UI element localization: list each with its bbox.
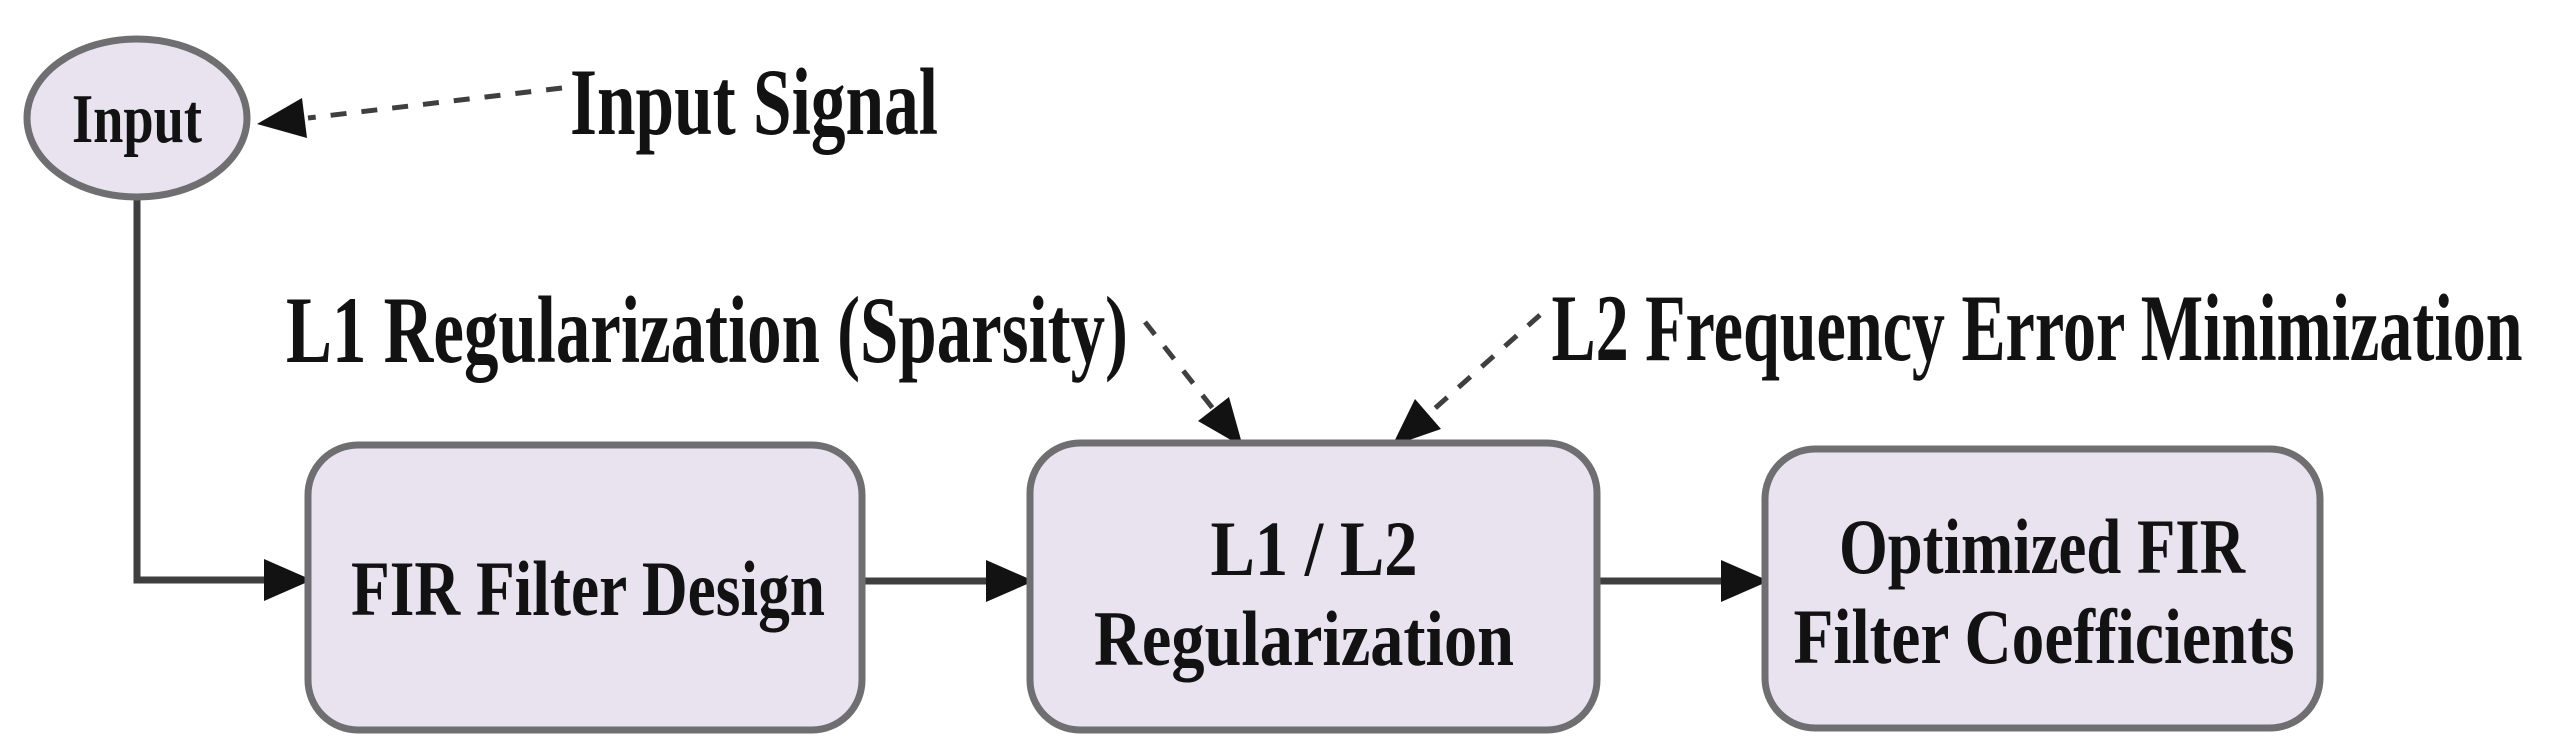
arrowhead-l1 — [1198, 397, 1243, 447]
label-input-signal: Input Signal — [570, 49, 938, 155]
node-input-label: Input — [72, 81, 202, 158]
annotation-arrow-input-signal — [307, 85, 563, 121]
arrowhead-input-signal — [257, 98, 307, 138]
diagram-nodes: Input FIR Filter Design L1 / L2 Regulari… — [23, 35, 2324, 734]
arrowhead-into-output — [1721, 560, 1769, 602]
flow-connectors — [133, 196, 1769, 602]
node-input-ellipse — [23, 35, 251, 201]
node-regularization-box — [1026, 439, 1601, 734]
annotation-connectors — [257, 85, 1542, 447]
annotation-arrow-l2 — [1422, 313, 1542, 420]
label-l1-regularization: L1 Regularization (Sparsity) — [286, 277, 1128, 383]
node-fir-label: FIR Filter Design — [351, 545, 825, 632]
arrowhead-l2 — [1392, 399, 1441, 446]
node-fir-box — [304, 441, 866, 734]
arrowhead-into-fir — [264, 559, 312, 601]
annotation-arrow-l1 — [1143, 320, 1220, 417]
node-regularization-label-line2: Regularization — [1094, 595, 1514, 682]
arrowhead-into-regularization — [986, 560, 1034, 602]
connector-input-to-fir — [133, 196, 272, 584]
label-l2-frequency: L2 Frequency Error Minimization — [1552, 275, 2523, 381]
node-output-label-line2: Filter Coefficients — [1794, 593, 2295, 680]
annotation-labels: Input Signal L1 Regularization (Sparsity… — [286, 49, 2523, 383]
node-output-box — [1761, 445, 2324, 732]
node-output-label-line1: Optimized FIR — [1839, 503, 2246, 590]
node-regularization-label-line1: L1 / L2 — [1211, 505, 1418, 592]
